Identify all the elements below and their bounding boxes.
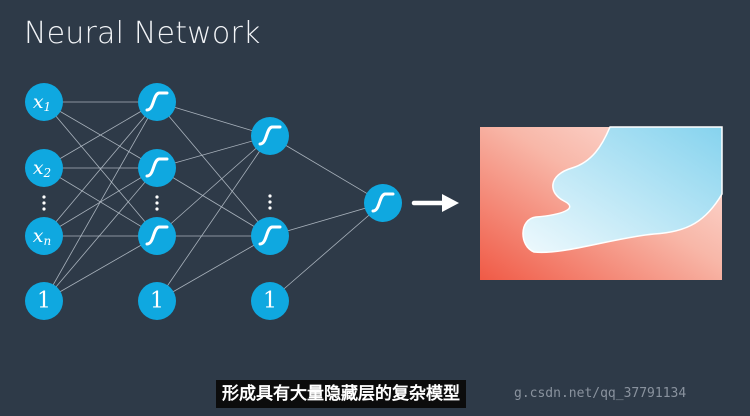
connection-line xyxy=(43,235,158,302)
input-ellipsis xyxy=(42,195,46,211)
connection-line xyxy=(156,101,271,137)
hidden2-bias-node xyxy=(251,282,289,320)
bias-label: 1 xyxy=(150,289,164,314)
output-node xyxy=(364,184,402,222)
subtitle-caption: 形成具有大量隐藏层的复杂模型 xyxy=(216,380,466,408)
connection-line xyxy=(43,101,158,169)
right-arrow-icon xyxy=(411,194,459,212)
input-node xyxy=(25,149,63,187)
hidden2-ellipsis xyxy=(268,194,272,210)
connection-line xyxy=(156,101,271,237)
connection-line xyxy=(156,167,271,237)
hidden1-node xyxy=(138,149,176,187)
connection-line xyxy=(269,202,384,237)
input-node xyxy=(25,83,63,121)
decision-boundary-plot xyxy=(480,126,723,280)
slide-title: Neural Network xyxy=(24,16,261,51)
connection-line xyxy=(43,101,158,237)
input-variable-label: x2 xyxy=(33,157,51,180)
hidden1-node xyxy=(138,217,176,255)
sigmoid-icon xyxy=(145,157,169,178)
connection-line xyxy=(156,235,271,302)
input-node xyxy=(25,217,63,255)
sigmoid-icon xyxy=(145,91,169,112)
connection-line xyxy=(156,135,271,302)
hidden2-node xyxy=(251,117,289,155)
connection-line xyxy=(43,101,158,302)
bias-label: 1 xyxy=(263,289,277,314)
input-variable-label: xn xyxy=(33,225,51,248)
connection-line xyxy=(43,167,158,302)
watermark: g.csdn.net/qq_37791134 xyxy=(514,386,687,401)
connection-line xyxy=(269,135,384,204)
sigmoid-icon xyxy=(145,225,169,246)
sigmoid-icon xyxy=(258,125,282,146)
connection-lines xyxy=(43,101,384,302)
sigmoid-icon xyxy=(371,192,395,213)
sigmoid-icon xyxy=(258,225,282,246)
hidden1-ellipsis xyxy=(155,195,159,211)
hidden1-node xyxy=(138,83,176,121)
blue-region xyxy=(522,126,723,254)
connection-line xyxy=(156,135,271,169)
bias-label: 1 xyxy=(37,289,51,314)
input-variable-label: x1 xyxy=(33,91,51,114)
hidden1-bias-node xyxy=(138,282,176,320)
hidden2-node xyxy=(251,217,289,255)
connection-line xyxy=(156,135,271,237)
input-bias-node xyxy=(25,282,63,320)
connection-line xyxy=(269,202,384,302)
network-nodes: x1 x2 xn 1 1 1 xyxy=(25,83,402,320)
